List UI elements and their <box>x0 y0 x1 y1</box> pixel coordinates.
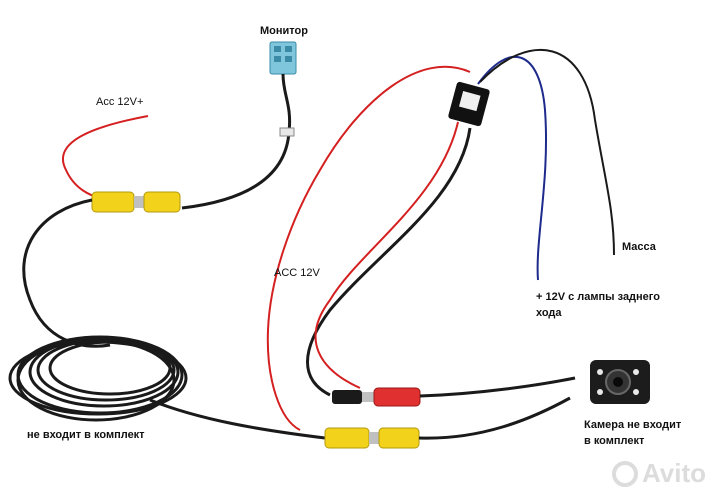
avito-watermark-text: Avito <box>641 458 706 488</box>
acc-label-mid: ACC 12V <box>274 267 320 279</box>
black-ground-wire <box>479 48 615 256</box>
coil-to-bottom-rca <box>149 398 326 440</box>
ground-label: Масса <box>622 241 656 253</box>
camera-label-line2: в комплект <box>584 435 645 447</box>
blue-reverse-wire <box>477 55 548 281</box>
avito-logo-icon <box>611 460 638 487</box>
reverse-label-line2: хода <box>536 307 562 319</box>
plug-to-camera-wire <box>419 376 576 398</box>
acc-red-wire-top <box>62 115 149 199</box>
camera-label-line1: Камера не входит <box>584 419 682 431</box>
cable-coil <box>8 335 188 422</box>
reverse-label-line1: + 12V с лампы заднего <box>536 291 660 303</box>
avito-watermark: Avito <box>611 458 706 489</box>
monitor-label: Монитор <box>260 25 308 37</box>
rca-yellow-pair-top <box>91 191 181 213</box>
wire-label-tag <box>279 127 295 137</box>
red-power-wire <box>266 65 471 431</box>
monitor-wire <box>181 73 292 210</box>
acc-label-top: Acc 12V+ <box>96 96 144 108</box>
rca-yellow-pair-bottom <box>324 427 420 449</box>
coiled-extension-cable <box>22 198 111 348</box>
dc-power-plug <box>332 387 421 407</box>
camera-video-wire <box>418 396 571 440</box>
red-dc-wire <box>314 121 459 389</box>
filter-to-plug-wire <box>306 127 472 397</box>
power-filter-box <box>448 81 490 127</box>
rear-camera <box>590 360 650 404</box>
cable-not-included-label: не входит в комплект <box>27 429 145 441</box>
monitor-connector <box>269 41 297 75</box>
